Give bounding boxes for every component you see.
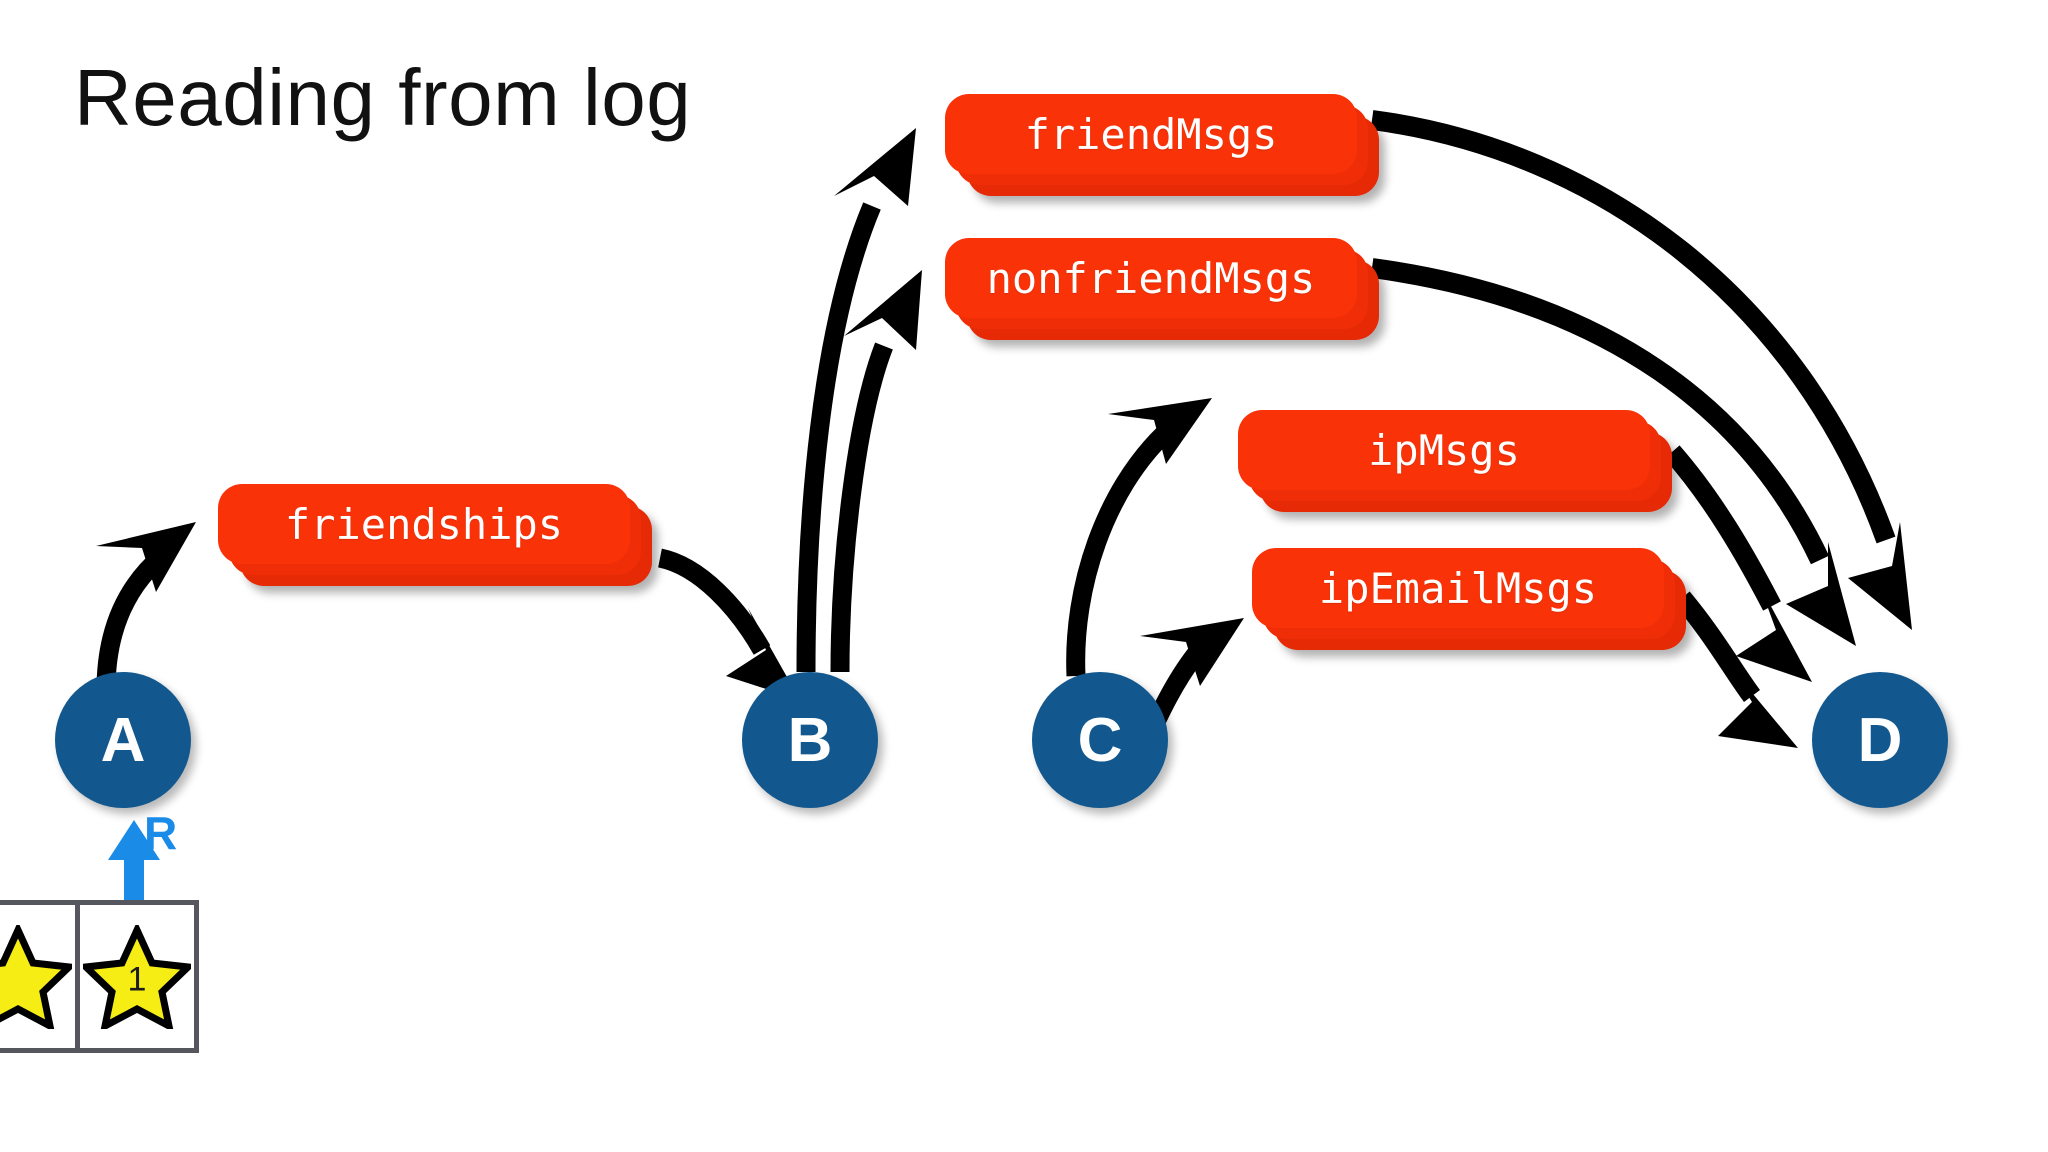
- card-stack-layer-1: [945, 94, 1357, 174]
- read-marker: R: [104, 810, 224, 908]
- edge-nonfriendmsgs-to-d: [1370, 258, 1856, 646]
- node-label: C: [1077, 705, 1123, 775]
- edge-ipmsgs-to-d: [1664, 445, 1812, 682]
- card-stack-layer-1: [218, 484, 630, 564]
- card-label: ipMsgs: [1368, 425, 1520, 475]
- node-label: B: [787, 705, 833, 775]
- edge-c-to-ipmsgs: [1066, 398, 1212, 677]
- card-label: friendMsgs: [1024, 109, 1278, 159]
- node-a[interactable]: A: [55, 672, 191, 808]
- log-cell[interactable]: [0, 900, 80, 1053]
- edge-ipemailmsgs-to-d: [1674, 591, 1798, 748]
- edge-b-to-nonfriendmsgs: [830, 270, 922, 673]
- card-ipmsgs[interactable]: ipMsgs: [1238, 410, 1672, 512]
- card-label: ipEmailMsgs: [1318, 563, 1598, 613]
- card-friendships[interactable]: friendships: [218, 484, 652, 586]
- node-label: D: [1857, 705, 1903, 775]
- node-d[interactable]: D: [1812, 672, 1948, 808]
- card-friendmsgs[interactable]: friendMsgs: [945, 94, 1379, 196]
- edge-b-to-friendmsgs: [796, 128, 916, 673]
- edge-a-to-friendships: [96, 522, 196, 691]
- log-cell[interactable]: 1: [75, 900, 199, 1053]
- card-label: nonfriendMsgs: [986, 253, 1316, 303]
- log-table: 1: [0, 900, 199, 1053]
- page-title: Reading from log: [74, 53, 692, 142]
- read-up-arrow-icon: [108, 820, 160, 906]
- card-label: friendships: [284, 499, 564, 549]
- edge-friendmsgs-to-d: [1370, 110, 1912, 630]
- node-b[interactable]: B: [742, 672, 878, 808]
- card-stack-layer-1: [1252, 548, 1664, 628]
- node-c[interactable]: C: [1032, 672, 1168, 808]
- star-icon: [0, 924, 72, 1029]
- card-stack-layer-1: [1238, 410, 1650, 490]
- star-icon: [83, 924, 191, 1029]
- node-label: A: [100, 705, 146, 775]
- read-marker-label: R: [144, 807, 178, 859]
- card-stack-layer-1: [945, 238, 1357, 318]
- card-ipemailmsgs[interactable]: ipEmailMsgs: [1252, 548, 1686, 650]
- card-nonfriendmsgs[interactable]: nonfriendMsgs: [945, 238, 1379, 340]
